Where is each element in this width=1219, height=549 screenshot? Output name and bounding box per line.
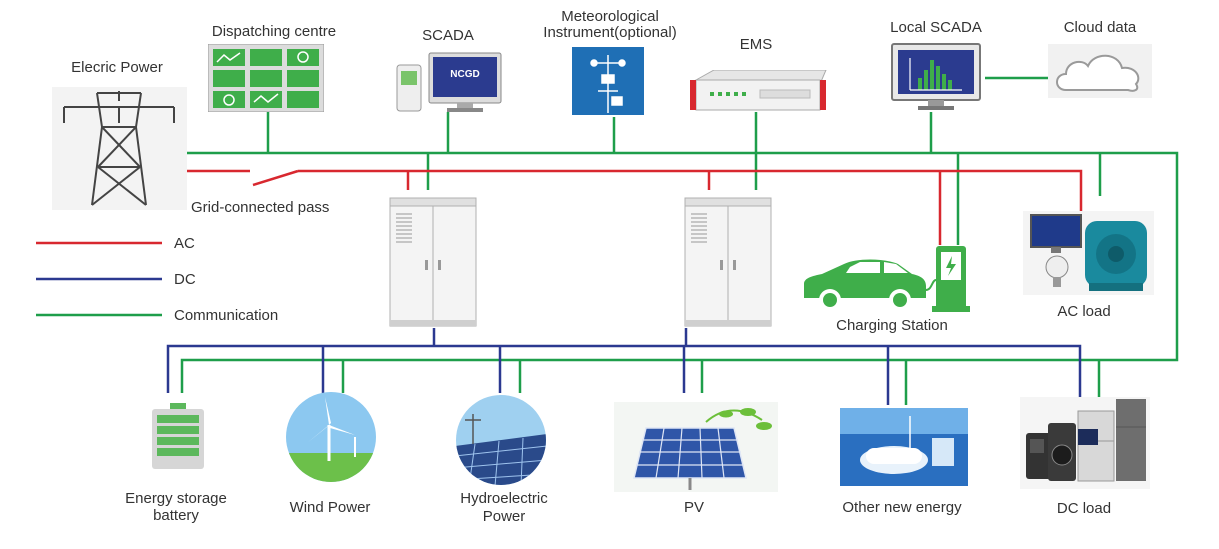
comm-lower-bus [180,358,1159,393]
cloud-data-label: Cloud data [1063,19,1137,36]
energy-storage-label-line1: Energy storage [125,490,227,507]
scada-computer-icon [396,52,502,112]
charging-station-label: Charging Station [836,317,948,334]
legend-communication-label: Communication [174,307,279,324]
hydroelectric-label-line1: Hydroelectric [460,490,548,507]
communication-lines [180,76,1179,405]
electric-power-label: Elecric Power [71,59,163,76]
dc-lines [166,328,1082,405]
hydroelectric-solar-icon [456,395,546,485]
other-new-energy-icon [840,408,968,486]
converter-cabinet-icon [684,197,772,327]
local-scada-monitor-icon [891,43,981,110]
grid-connected-pass-label: Grid-connected pass [191,199,330,216]
ems-unit-icon [690,70,827,111]
ac-grid-switch [252,169,299,187]
hydroelectric-label-line2: Power [482,508,526,525]
dc-load-label: DC load [1056,500,1112,517]
ac-load-icon [1023,211,1154,295]
legend-dc-label: DC [174,271,196,288]
transmission-tower-icon [52,87,187,210]
other-new-energy-label: Other new energy [842,499,962,516]
meteorological-label-line1: Meteorological [561,8,659,25]
scada-screen-text: NCGD [450,69,480,80]
dispatching-centre-label: Dispatching centre [211,23,337,40]
pv-label: PV [683,499,704,516]
comm-top-bus [186,151,1179,362]
pv-solar-panel-icon [614,402,778,492]
scada-label: SCADA [422,27,474,44]
ac-bus [298,169,1083,213]
dc-bus [166,344,1082,397]
charging-station-icon [804,246,970,312]
ems-label: EMS [739,36,773,53]
dispatching-centre-icon [208,44,324,112]
wind-turbine-icon [286,392,376,482]
dc-load-appliances-icon [1020,397,1150,489]
legend-lines [36,241,162,317]
local-scada-label: Local SCADA [890,19,982,36]
converter-cabinet-icon [389,197,477,327]
cloud-data-icon [1048,44,1152,98]
ac-lines [186,169,1083,245]
meteorological-instrument-icon [572,47,644,115]
legend-ac-label: AC [174,235,195,252]
meteorological-label-line2: Instrument(optional) [543,24,677,41]
ac-load-label: AC load [1057,303,1111,320]
energy-storage-battery-icon [152,403,204,469]
wind-power-label: Wind Power [289,499,371,516]
energy-storage-label-line2: battery [153,507,199,524]
